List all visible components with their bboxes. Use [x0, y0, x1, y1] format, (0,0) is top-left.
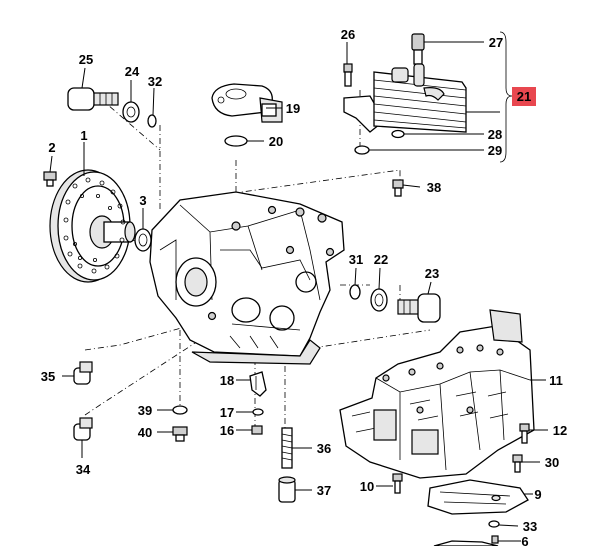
- part-28-oring: [391, 129, 405, 139]
- part-9-filter: [427, 479, 529, 515]
- part-12-bolt: [519, 423, 530, 444]
- callout-16: 16: [220, 423, 234, 438]
- part-16-nut: [251, 425, 263, 435]
- transmission-housing: [149, 191, 345, 365]
- part-17-washer: [252, 408, 264, 416]
- callout-26: 26: [341, 27, 355, 42]
- valve-body: [339, 309, 535, 479]
- callout-40: 40: [138, 425, 152, 440]
- part-29-oring: [354, 145, 370, 155]
- part-38-plug: [392, 179, 404, 197]
- callout-17: 17: [220, 405, 234, 420]
- callout-34: 34: [76, 462, 91, 477]
- callout-1: 1: [80, 128, 87, 143]
- callout-20: 20: [269, 134, 283, 149]
- part-2-bolt: [43, 171, 57, 187]
- callout-38: 38: [427, 180, 441, 195]
- callout-36: 36: [317, 441, 331, 456]
- part-24-seal: [122, 101, 140, 123]
- part-25-shaft: [67, 87, 119, 111]
- callout-3: 3: [139, 193, 146, 208]
- part-6-part: [433, 535, 499, 546]
- torque-converter: [49, 169, 136, 283]
- part-19-sensor: [211, 83, 283, 123]
- callout-18: 18: [220, 373, 234, 388]
- callout-24: 24: [125, 64, 140, 79]
- part-33-oring: [488, 520, 500, 528]
- callout-33: 33: [523, 519, 537, 534]
- callout-10: 10: [360, 479, 374, 494]
- highlight-box: [512, 87, 536, 106]
- callout-31: 31: [349, 252, 363, 267]
- oil-cooler-assembly: [343, 63, 467, 133]
- part-3-seal: [134, 228, 152, 252]
- callout-labels: 1 2 3 6 9 10 11 12 16 17 18 19 20 21 22 …: [41, 27, 567, 546]
- part-26-bolt: [343, 63, 353, 87]
- callout-2: 2: [48, 140, 55, 155]
- part-40-screw: [172, 426, 188, 442]
- part-23-sleeve: [397, 293, 441, 323]
- part-18-bracket: [249, 371, 267, 397]
- callout-22: 22: [374, 252, 388, 267]
- part-39-oring: [172, 405, 188, 415]
- callout-30: 30: [545, 455, 559, 470]
- callout-19: 19: [286, 101, 300, 116]
- part-35-plug: [73, 361, 93, 385]
- callout-11: 11: [549, 373, 563, 388]
- part-10-bolt: [392, 473, 403, 494]
- leader-lines: [49, 41, 548, 542]
- callout-25: 25: [79, 52, 93, 67]
- part-31-ring: [349, 284, 361, 300]
- callout-27: 27: [489, 35, 503, 50]
- part-37-sleeve: [278, 476, 296, 503]
- callout-6: 6: [521, 534, 528, 546]
- part-34-plug: [73, 417, 93, 441]
- part-30-bolt: [512, 454, 523, 473]
- part-22-seal: [370, 288, 388, 312]
- callout-37: 37: [317, 483, 331, 498]
- part-27-fitting: [411, 33, 425, 65]
- callout-28: 28: [488, 127, 502, 142]
- part-36-stud: [281, 427, 293, 469]
- callout-32: 32: [148, 74, 162, 89]
- part-20-oring: [224, 135, 248, 147]
- callout-35: 35: [41, 369, 55, 384]
- callout-29: 29: [488, 143, 502, 158]
- callout-9: 9: [534, 487, 541, 502]
- part-32-ring: [147, 114, 157, 128]
- callout-12: 12: [553, 423, 567, 438]
- callout-39: 39: [138, 403, 152, 418]
- callout-21: 21: [517, 89, 531, 104]
- callout-23: 23: [425, 266, 439, 281]
